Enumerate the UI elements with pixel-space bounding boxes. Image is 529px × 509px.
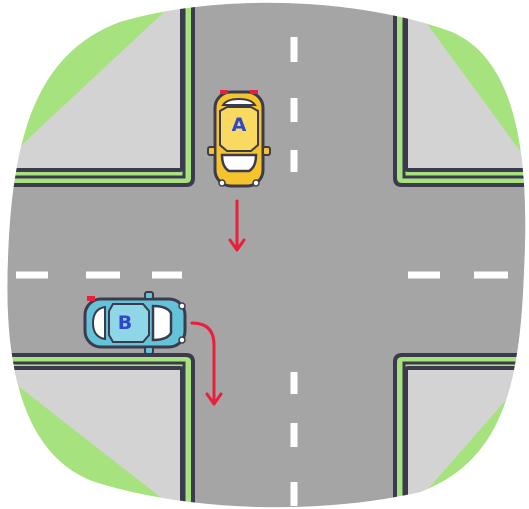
car-a-label: A xyxy=(232,114,247,136)
car-b-label: B xyxy=(118,312,132,334)
lane-markings xyxy=(16,37,508,506)
arrow-car-a-straight xyxy=(228,199,246,252)
car-a: A xyxy=(207,90,271,188)
arrow-car-b-turn-right xyxy=(190,321,223,406)
car-b: B xyxy=(83,291,187,355)
